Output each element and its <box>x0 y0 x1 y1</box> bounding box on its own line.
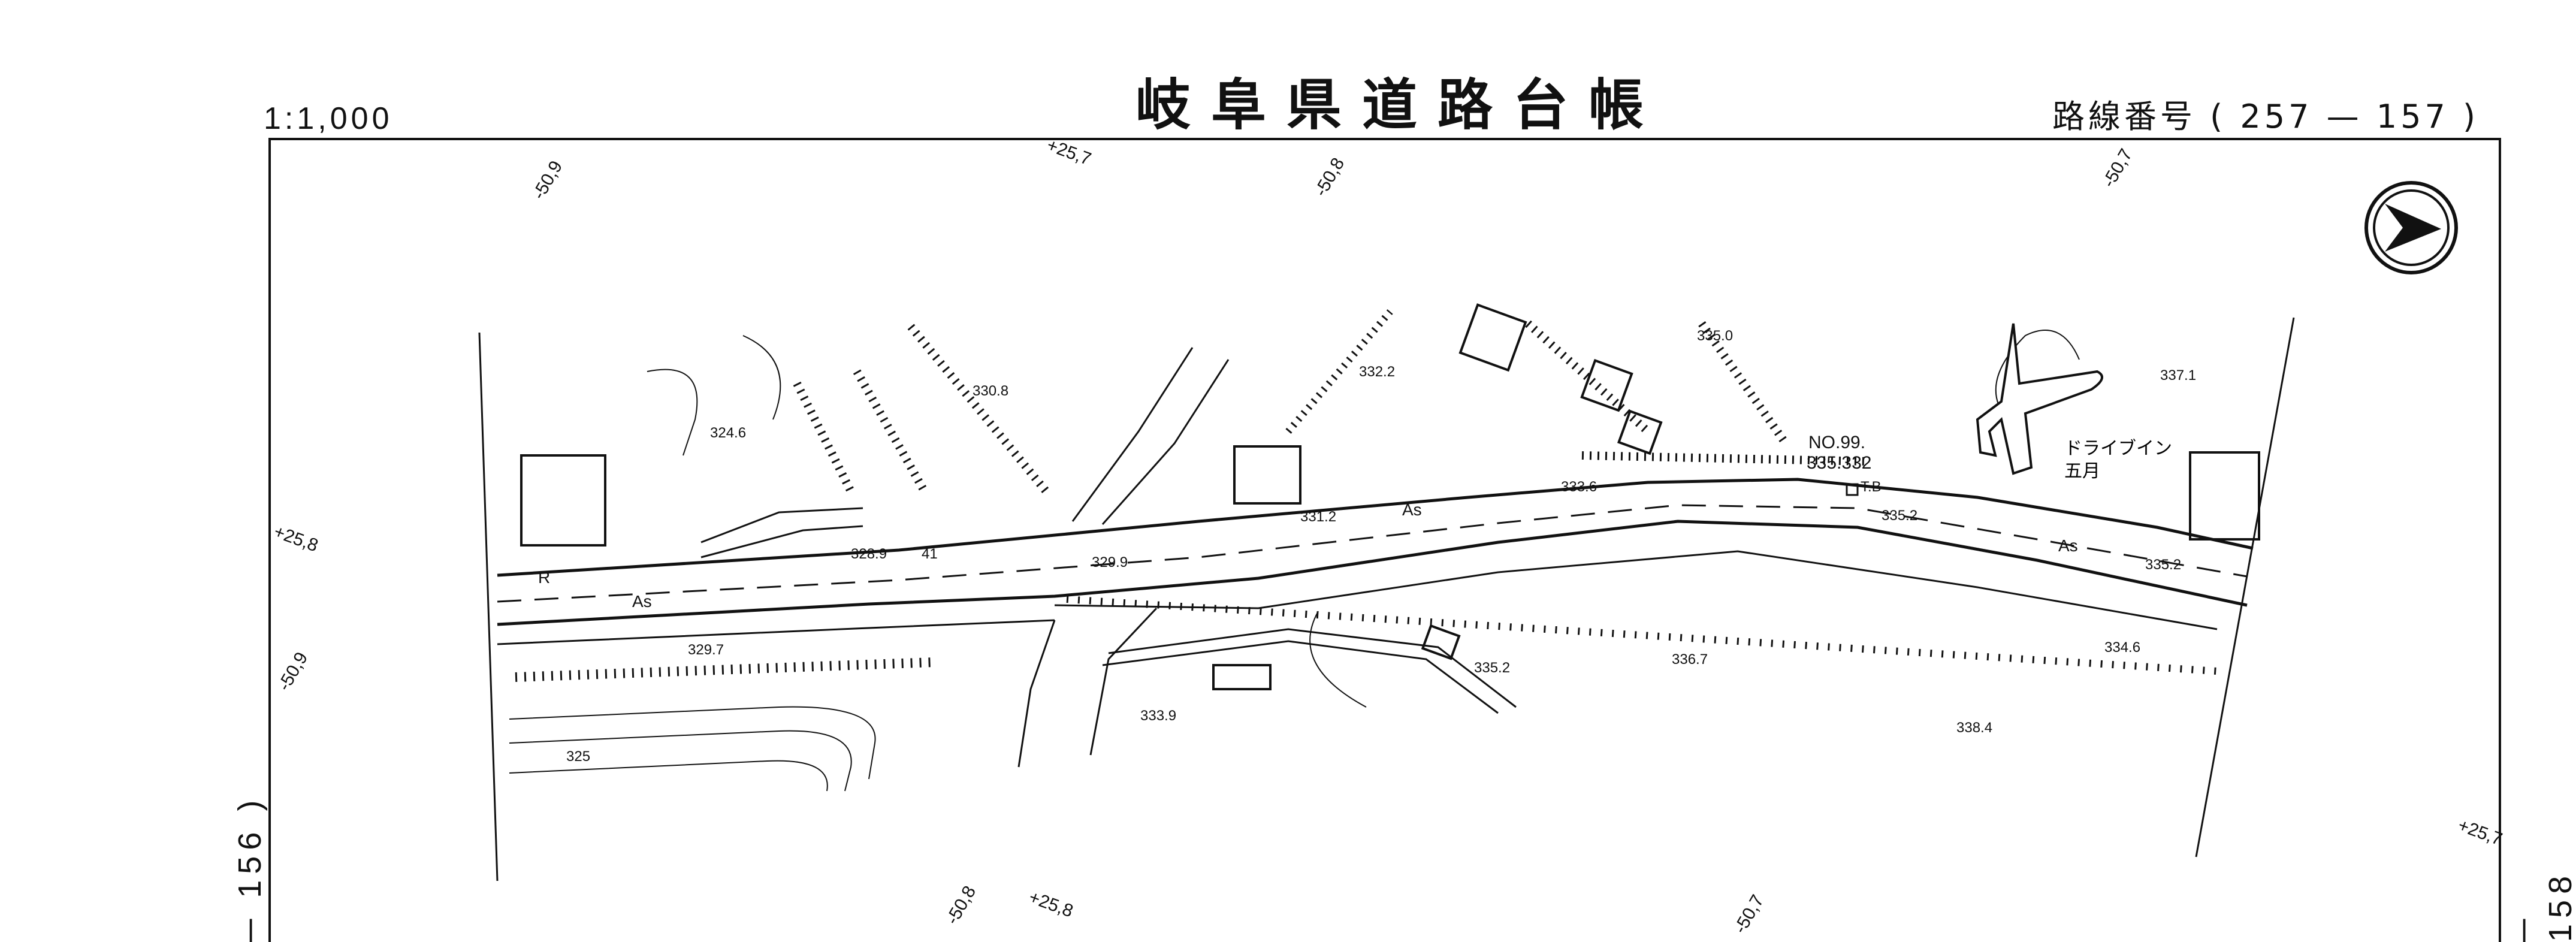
route-number: 路線番号 ( 257 — 157 ) <box>2052 98 2480 135</box>
benchmark-symbol <box>1846 483 1859 496</box>
benchmark-labels: NO.99. 335.332 T.B <box>1807 433 1882 495</box>
page-title: 岐阜県道路台帳 <box>1136 73 1665 137</box>
poi-name-2: 五月 <box>2064 461 2100 482</box>
map-frame <box>268 138 2501 942</box>
airplane-icon <box>1976 323 2103 475</box>
elevation-label: 335.2 <box>1474 660 1510 676</box>
buildings <box>520 303 2260 690</box>
road-surface-label: As <box>1402 500 1422 519</box>
survey-boundary <box>478 317 2295 881</box>
grid-label: -50,8 <box>1310 155 1348 200</box>
elevation-label: 329.7 <box>688 642 724 658</box>
elevation-label: 334.6 <box>2104 639 2140 656</box>
grid-label: -50,7 <box>2098 146 2136 191</box>
elevation-label: 335.2 <box>2145 557 2181 573</box>
elevation-label: 330.8 <box>973 383 1008 399</box>
main-road <box>497 478 2254 645</box>
elevation-label: 328.9 <box>851 546 887 562</box>
elevation-label: 337.1 <box>2160 367 2196 384</box>
north-arrow-icon <box>2364 181 2458 274</box>
slope-hatching <box>515 309 2218 682</box>
contour-lines <box>509 330 2080 792</box>
benchmark-number: NO.99. <box>1808 433 1865 452</box>
benchmark-code: T.B <box>1861 479 1882 495</box>
grid-label: -50,7 <box>1730 892 1768 937</box>
road-surface-label: As <box>632 592 652 611</box>
post-number-label: 41 <box>922 546 938 562</box>
grid-label: -50,9 <box>529 158 566 203</box>
grid-label: +25,8 <box>1026 887 1076 922</box>
elevation-label: 331.2 <box>1300 509 1336 525</box>
poi-labels: ドライブイン 五月 <box>2064 438 2172 482</box>
elevation-label: 338.4 <box>1956 720 1992 736</box>
elevation-label: 333.9 <box>1140 708 1176 724</box>
elevation-label: 333.6 <box>1561 479 1597 495</box>
elevation-label: 336.7 <box>1672 651 1708 668</box>
side-roads <box>700 347 1517 768</box>
grid-label: -50,8 <box>942 883 980 928</box>
contour-label: 325 <box>566 748 590 765</box>
benchmark-value: 335.332 <box>1807 453 1871 473</box>
elevation-label: 329.9 <box>1092 554 1128 570</box>
elevation-label: 335.2 <box>1882 508 1917 524</box>
grid-label: +25,7 <box>1044 135 1094 170</box>
poi-name: ドライブイン <box>2064 438 2172 459</box>
grid-label: -50,9 <box>274 649 312 695</box>
elevation-labels: 324.6 330.8 332.2 335.0 337.1 333.6 331.… <box>566 328 2196 765</box>
elevation-label: 324.6 <box>710 425 746 441</box>
grid-label: +25,8 <box>271 522 321 556</box>
road-surface-label: As <box>2058 536 2078 555</box>
elevation-label: 335.0 <box>1697 328 1733 344</box>
road-annotations: As As As R 41 <box>538 500 2078 611</box>
grid-label: +25,7 <box>2456 816 2505 850</box>
road-marker-label: R <box>538 568 550 587</box>
map-scale: 1:1,000 <box>264 101 393 136</box>
elevation-label: 332.2 <box>1359 364 1395 380</box>
